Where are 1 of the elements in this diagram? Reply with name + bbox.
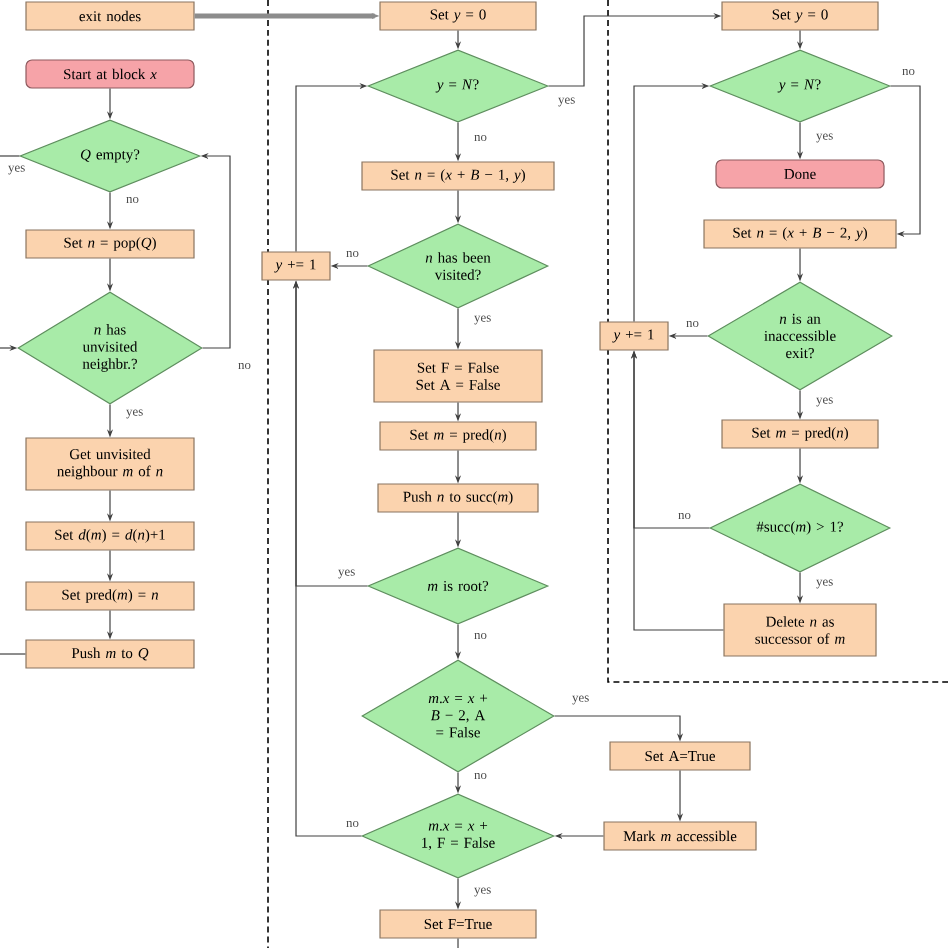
arrow — [890, 85, 921, 238]
